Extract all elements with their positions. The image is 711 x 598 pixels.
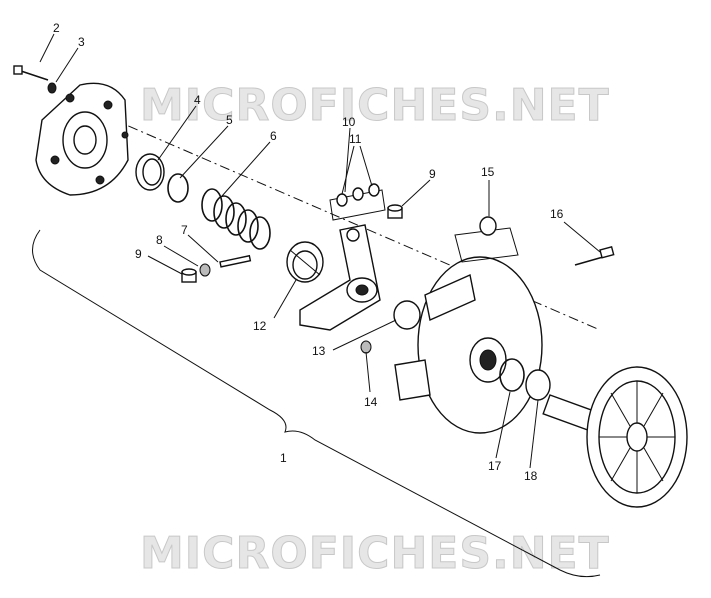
- part-8-roller: [199, 263, 211, 277]
- callout-12: 12: [253, 319, 267, 333]
- part-15-plate: [454, 216, 519, 263]
- callout-6: 6: [270, 129, 277, 143]
- callout-1: 1: [280, 451, 287, 465]
- part-4-bushing: [135, 153, 165, 191]
- part-6-spring: [201, 188, 271, 250]
- moveable-sheave: [394, 256, 543, 434]
- callout-15: 15: [481, 165, 495, 179]
- callout-9-left: 9: [135, 247, 142, 261]
- callout-2: 2: [53, 21, 60, 35]
- part-14-nut: [360, 340, 372, 354]
- watermark-top: MICROFICHES.NET: [140, 80, 610, 131]
- fixed-sheave: [542, 366, 688, 508]
- callout-14: 14: [364, 395, 378, 409]
- callout-10: 10: [342, 115, 356, 129]
- callout-18: 18: [524, 469, 538, 483]
- callout-13: 13: [312, 344, 326, 358]
- callout-7: 7: [181, 223, 188, 237]
- part-18-ring: [525, 369, 551, 401]
- parts-10-11-nuts: [329, 183, 386, 221]
- part-7-pin: [219, 254, 252, 268]
- leader-lines: [39, 33, 601, 469]
- part-3-washer: [47, 82, 57, 94]
- part-17-ring: [499, 358, 525, 392]
- callout-16: 16: [550, 207, 564, 221]
- callout-17: 17: [488, 459, 502, 473]
- assembly-bracket: [32, 229, 601, 578]
- part-13-washer: [393, 300, 421, 330]
- callout-8: 8: [156, 233, 163, 247]
- part-9-button-left: [181, 268, 197, 283]
- spider-arm: [299, 224, 381, 331]
- callout-4: 4: [194, 93, 201, 107]
- part-16-pin: [574, 246, 615, 266]
- part-2-bolt: [13, 65, 49, 81]
- callout-9-right: 9: [429, 167, 436, 181]
- callout-11: 11: [349, 132, 362, 146]
- callout-5: 5: [226, 113, 233, 127]
- cover-plate: [35, 82, 129, 196]
- part-9-button-right: [387, 204, 403, 219]
- part-12-roller-assembly: [286, 241, 324, 283]
- watermark-bottom: MICROFICHES.NET: [140, 528, 610, 579]
- part-5-snap-ring: [167, 173, 189, 203]
- callout-3: 3: [78, 35, 85, 49]
- callout-labels: 1 2 3 4 5 6 7 8 9 9 10 11 12 13 14 15 16…: [53, 21, 564, 483]
